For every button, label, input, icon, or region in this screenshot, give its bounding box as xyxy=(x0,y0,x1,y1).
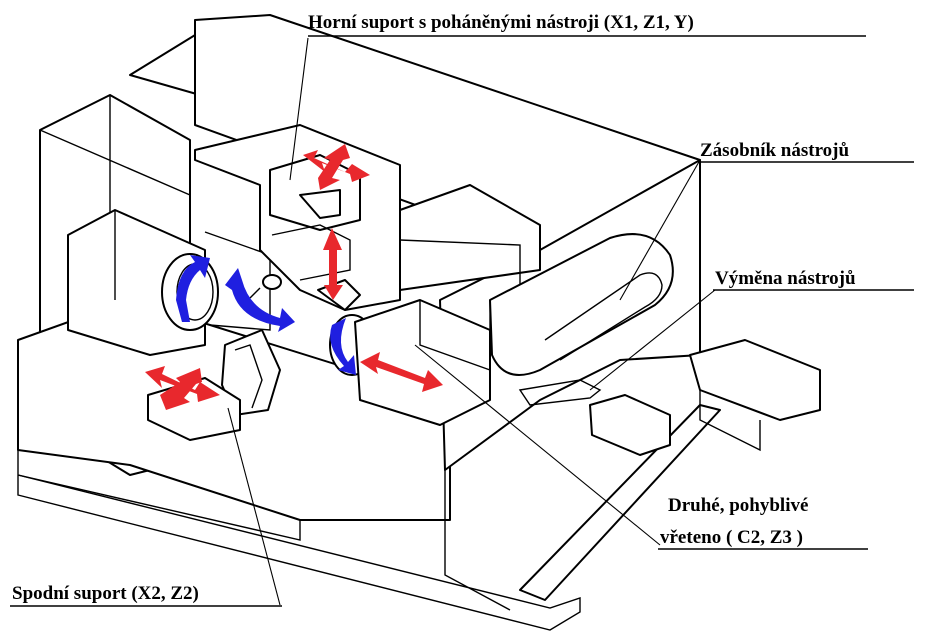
guideway-block xyxy=(399,184,541,291)
right-cabinet-edge xyxy=(444,470,511,611)
leader-lines xyxy=(227,37,716,606)
guideway-edge xyxy=(399,239,521,285)
middle-guideway xyxy=(399,184,541,291)
leader-tool-magazine xyxy=(619,159,701,301)
leader-second-spindle xyxy=(414,344,661,546)
label-upper-slide: Horní suport s poháněnými nástroji (X1, … xyxy=(308,12,694,33)
lower-turret xyxy=(221,329,281,416)
tool-changer-arm xyxy=(518,379,602,406)
vertical-y-arrow xyxy=(323,228,343,300)
second-spindle-edge xyxy=(419,300,491,371)
tool-magazine xyxy=(489,233,674,376)
upper-slide xyxy=(194,124,401,311)
linear-axis-arrows xyxy=(145,144,443,410)
upper-cross-arrow-z xyxy=(318,144,350,190)
bed-base-edge xyxy=(17,474,301,541)
leader-upper-slide xyxy=(289,37,309,181)
magazine-belt-inner xyxy=(544,272,663,361)
lower-cross-arrow-z xyxy=(160,368,202,410)
second-spindle-z3-arrow xyxy=(360,352,443,392)
label-lower-slide: Spodní suport (X2, Z2) xyxy=(12,583,199,604)
upper-slide-block xyxy=(299,189,341,219)
labels: Horní suport s poháněnými nástroji (X1, … xyxy=(10,12,914,607)
driven-tool xyxy=(262,274,282,290)
spindle-frame xyxy=(204,231,271,331)
leader-lower-slide xyxy=(227,407,281,606)
label-tool-change: Výměna nástrojů xyxy=(715,268,856,289)
label-second-spindle-line2: vřeteno ( C2, Z3 ) xyxy=(660,527,803,548)
label-second-spindle-line1: Druhé, pohyblivé xyxy=(668,495,808,516)
second-spindle-c2-arrow xyxy=(330,318,356,375)
chip-ramp xyxy=(519,404,721,601)
leader-tool-change xyxy=(589,289,716,391)
rotary-axis-arrows xyxy=(176,255,356,375)
driven-tool-bit xyxy=(249,287,261,299)
label-tool-magazine: Zásobník nástrojů xyxy=(700,140,850,161)
magazine-belt-outer xyxy=(489,233,674,376)
main-spindle-c1-arrow xyxy=(176,255,210,322)
tool-changer xyxy=(518,379,671,456)
bed-base xyxy=(17,450,581,631)
upper-cross-arrow-x xyxy=(303,150,370,182)
lower-turret-face xyxy=(234,344,263,409)
driven-tool-rotary-arrow xyxy=(225,268,295,332)
tool-changer-block xyxy=(589,394,671,456)
right-platform-edge xyxy=(699,390,761,452)
